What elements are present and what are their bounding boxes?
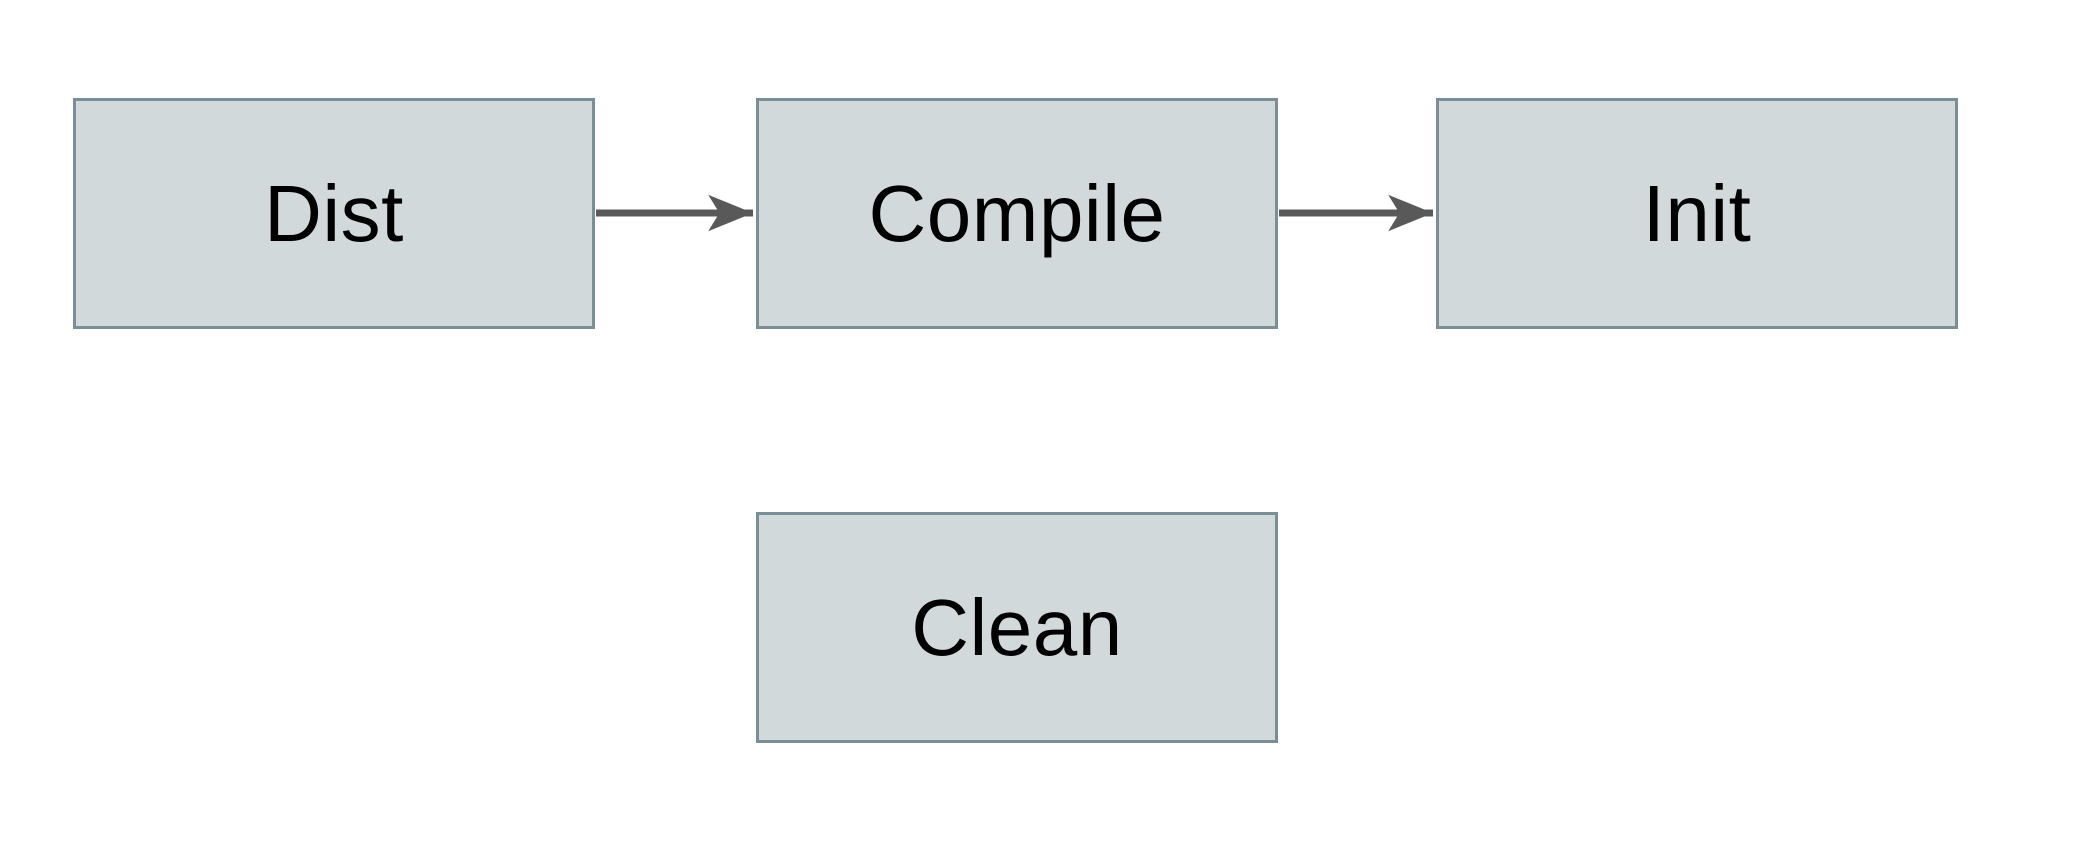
- node-compile-label: Compile: [868, 168, 1166, 258]
- node-dist-label: Dist: [264, 168, 404, 258]
- node-dist[interactable]: Dist: [73, 98, 595, 329]
- node-init[interactable]: Init: [1436, 98, 1958, 329]
- node-init-label: Init: [1642, 168, 1752, 258]
- node-compile[interactable]: Compile: [756, 98, 1278, 329]
- node-clean-label: Clean: [911, 582, 1123, 672]
- node-clean[interactable]: Clean: [756, 512, 1278, 743]
